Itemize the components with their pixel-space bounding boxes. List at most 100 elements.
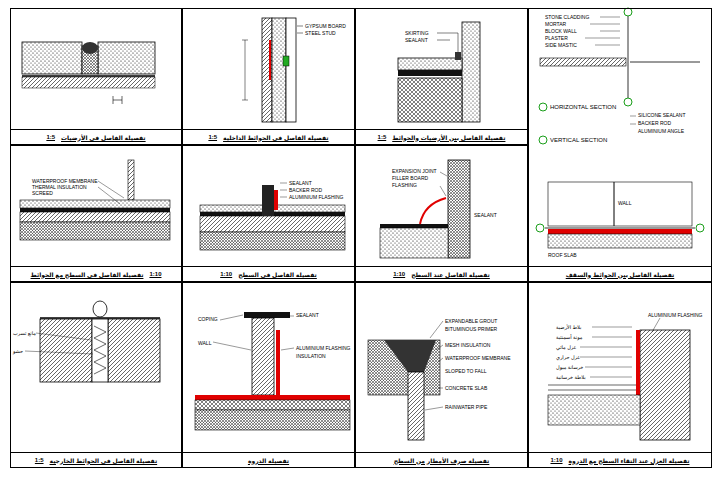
- detail-panel: تفصيلة الفاصل في السطح مع الحوائط 1:10: [10, 145, 182, 282]
- floor-joint-drawing-part: [82, 42, 98, 54]
- annotation-label: STEEL STUD: [305, 30, 336, 36]
- parapet-drawing-part: [195, 410, 350, 430]
- floor-joint-drawing-part: [22, 77, 155, 88]
- wall-ceiling-joint-drawing: [536, 8, 704, 248]
- roof-parapet-insulation-drawing-part: [548, 395, 640, 425]
- exterior-wall-joint-drawing-part: [108, 319, 160, 382]
- roof-edge-joint-drawing-part: [380, 224, 448, 228]
- roof-wall-joint-drawing-part: [98, 181, 124, 204]
- wall-ceiling-joint-drawing-part: [548, 182, 692, 226]
- floor-wall-joint-drawing: [398, 22, 480, 122]
- annotation-label: INSULATION: [296, 353, 326, 359]
- annotation-label: ROOF SLAB: [548, 252, 577, 258]
- annotation-label: FILLER BOARD: [392, 175, 428, 181]
- annotation-label: SEALANT: [474, 212, 497, 218]
- annotation-label: SEALANT: [405, 37, 428, 43]
- annotation-label: عزل حراري: [556, 354, 580, 360]
- parapet-drawing-part: [252, 318, 274, 395]
- panel-caption: 1:10: [220, 271, 232, 277]
- roof-drain-drawing: [368, 321, 443, 440]
- caption-strip: 1:10تفصيلة الفاصل عند السطح: [356, 266, 527, 281]
- panel-caption: تفصيلة العزل عند التقاء السطح مع الدروة: [569, 457, 690, 464]
- caption-strip: 1:5تفصيلة الفاصل بين الأرضيات والحوائط: [356, 129, 527, 144]
- floor-wall-joint-drawing-part: [462, 22, 480, 122]
- annotation-label: SKIRTING: [405, 30, 429, 36]
- roof-wall-joint-drawing-part: [20, 200, 170, 208]
- wall-ceiling-joint-drawing-part: [614, 182, 615, 226]
- interior-wall-joint-drawing-part: [272, 18, 286, 122]
- panel-caption: تفصيلة الفاصل في الحوائط الخارجية: [50, 457, 158, 464]
- panel-caption: تفصيلة الفاصل في السطح مع الحوائط: [31, 271, 144, 278]
- caption-strip: تفصيلة الدروة: [183, 452, 354, 467]
- wall-ceiling-joint-drawing-part: [548, 229, 692, 234]
- panel-caption: تفصيلة الفاصل بين الأرضيات والحوائط: [392, 134, 505, 141]
- detail-panel: تفصيلة الدروة: [182, 282, 355, 468]
- panel-caption: 1:5: [46, 134, 55, 140]
- annotation-label: ALUMINIUM FLASHING: [296, 345, 350, 351]
- floor-wall-joint-drawing-part: [455, 52, 461, 60]
- caption-strip: 1:5 تفصيلة الفاصل في الأرضيات: [11, 129, 181, 144]
- exterior-wall-joint-drawing-part: [40, 319, 92, 382]
- interior-wall-joint-drawing-part: [269, 40, 271, 80]
- annotation-label: مونة أسمنتية: [556, 334, 582, 340]
- annotation-label: WATERPROOF MEMBRANE: [32, 178, 98, 184]
- detail-panel: 1:5 تفصيلة الفاصل في الحوائط الخارجية: [10, 282, 182, 468]
- roof-joint-drawing-part: [274, 190, 278, 210]
- parapet-drawing-part: [213, 315, 294, 350]
- annotation-label: مانع تسرب: [13, 330, 36, 336]
- roof-edge-joint-drawing-part: [448, 160, 470, 258]
- caption-strip: تفصيلة الفاصل بين الحوائط والسقف: [529, 266, 711, 281]
- roof-wall-joint-drawing-part: [128, 160, 134, 200]
- panel-caption: تفصيلة الدروة: [248, 457, 289, 464]
- panel-caption: تفصيلة الفاصل في الأرضيات: [61, 134, 146, 141]
- annotation-label: FLASHING: [392, 182, 417, 188]
- detail-panel: 1:5تفصيلة الفاصل بين الأرضيات والحوائط: [355, 8, 528, 145]
- annotation-label: SEALANT: [296, 312, 319, 318]
- caption-strip: 1:5 تفصيلة الفاصل في الحوائط الخارجية: [11, 452, 181, 467]
- wall-ceiling-joint-drawing-part: [696, 224, 704, 232]
- panel-caption: 1:5: [208, 134, 217, 140]
- roof-joint-drawing: [200, 183, 345, 250]
- wall-ceiling-joint-drawing-part: [624, 98, 632, 106]
- annotation-label: WATERPROOF MEMBRANE: [445, 355, 511, 361]
- panel-caption: تفصيلة الفاصل بين الحوائط والسقف: [566, 271, 675, 278]
- floor-joint-drawing-part: [98, 42, 155, 74]
- floor-joint-drawing-part: [113, 96, 122, 104]
- annotation-label: CONCRETE SLAB: [445, 385, 487, 391]
- roof-joint-drawing-part: [200, 232, 345, 250]
- annotation-label: ALUMINIUM FLASHING: [648, 312, 702, 318]
- floor-wall-joint-drawing-part: [398, 58, 462, 70]
- roof-wall-joint-drawing-part: [20, 222, 170, 240]
- roof-parapet-insulation-drawing-part: [636, 330, 640, 395]
- annotation-label: خرسانة ميول: [556, 364, 583, 370]
- wall-ceiling-joint-drawing-part: [539, 136, 547, 144]
- interior-wall-joint-drawing-part: [242, 40, 248, 100]
- detail-panel: 1:10تفصيلة الفاصل عند السطح: [355, 145, 528, 282]
- annotation-label: RAINWATER PIPE: [445, 404, 487, 410]
- annotation-label: SIDE MASTIC: [545, 42, 577, 48]
- caption-strip: 1:10تفصيلة العزل عند التقاء السطح مع الد…: [529, 452, 711, 467]
- annotation-label: SILICONE SEALANT: [638, 112, 686, 118]
- annotation-label: بلاط الأرضية: [556, 324, 581, 330]
- floor-joint-drawing-part: [22, 42, 82, 74]
- roof-parapet-insulation-drawing: [548, 318, 690, 440]
- wall-ceiling-joint-drawing-part: [536, 224, 544, 232]
- roof-drain-drawing-part: [384, 340, 436, 372]
- caption-strip: تفصيلة صرف الأمطار من السطح: [356, 452, 527, 467]
- annotation-label: SLOPED TO FALL: [445, 368, 487, 374]
- roof-edge-joint-drawing-part: [420, 198, 446, 224]
- wall-ceiling-joint-drawing-part: [628, 16, 629, 98]
- floor-wall-joint-drawing-part: [398, 78, 462, 122]
- roof-joint-drawing-part: [280, 183, 287, 197]
- roof-drain-drawing-part: [425, 321, 443, 410]
- annotation-label: EXPANSION JOINT: [392, 168, 437, 174]
- roof-edge-joint-drawing: [380, 160, 470, 258]
- roof-edge-joint-drawing-part: [440, 172, 447, 196]
- roof-wall-joint-drawing-part: [20, 212, 170, 222]
- interior-wall-joint-drawing: [242, 18, 303, 122]
- panel-caption: 1:10: [149, 271, 161, 277]
- panel-caption: 1:5: [35, 457, 44, 463]
- detail-panel: 1:10تفصيلة الفاصل في السطح: [182, 145, 355, 282]
- annotation-label: WALL: [198, 340, 211, 346]
